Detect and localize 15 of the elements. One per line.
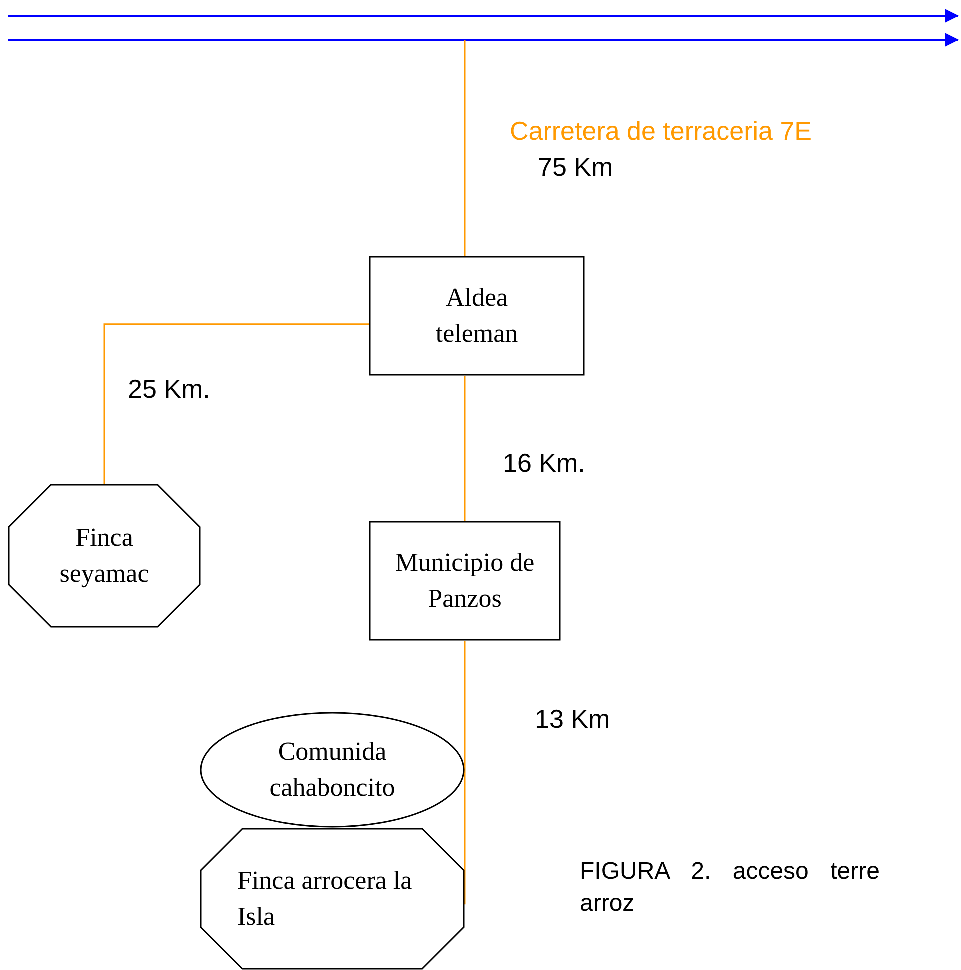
node-text: Finca arrocera la Isla <box>238 865 414 933</box>
connector-line <box>464 376 466 521</box>
node-text: Finca seyamac <box>58 522 150 590</box>
figure-caption: FIGURA 2. acceso terre arroz <box>580 857 880 919</box>
distance-label: 75 Km <box>538 154 614 180</box>
connector-line <box>464 641 466 905</box>
edge-label: 25 Km. <box>128 376 210 402</box>
node-text: Comunida cahaboncito <box>268 736 396 804</box>
edge-label: 13 Km <box>535 706 610 732</box>
connector-line <box>104 324 369 484</box>
node-text: Municipio de Panzos <box>395 547 535 615</box>
connector-line <box>464 40 466 256</box>
edge-label: 16 Km. <box>503 450 586 476</box>
edge-label: Carretera de terraceria 7E <box>510 118 812 144</box>
node-text: Aldea teleman <box>434 282 520 350</box>
